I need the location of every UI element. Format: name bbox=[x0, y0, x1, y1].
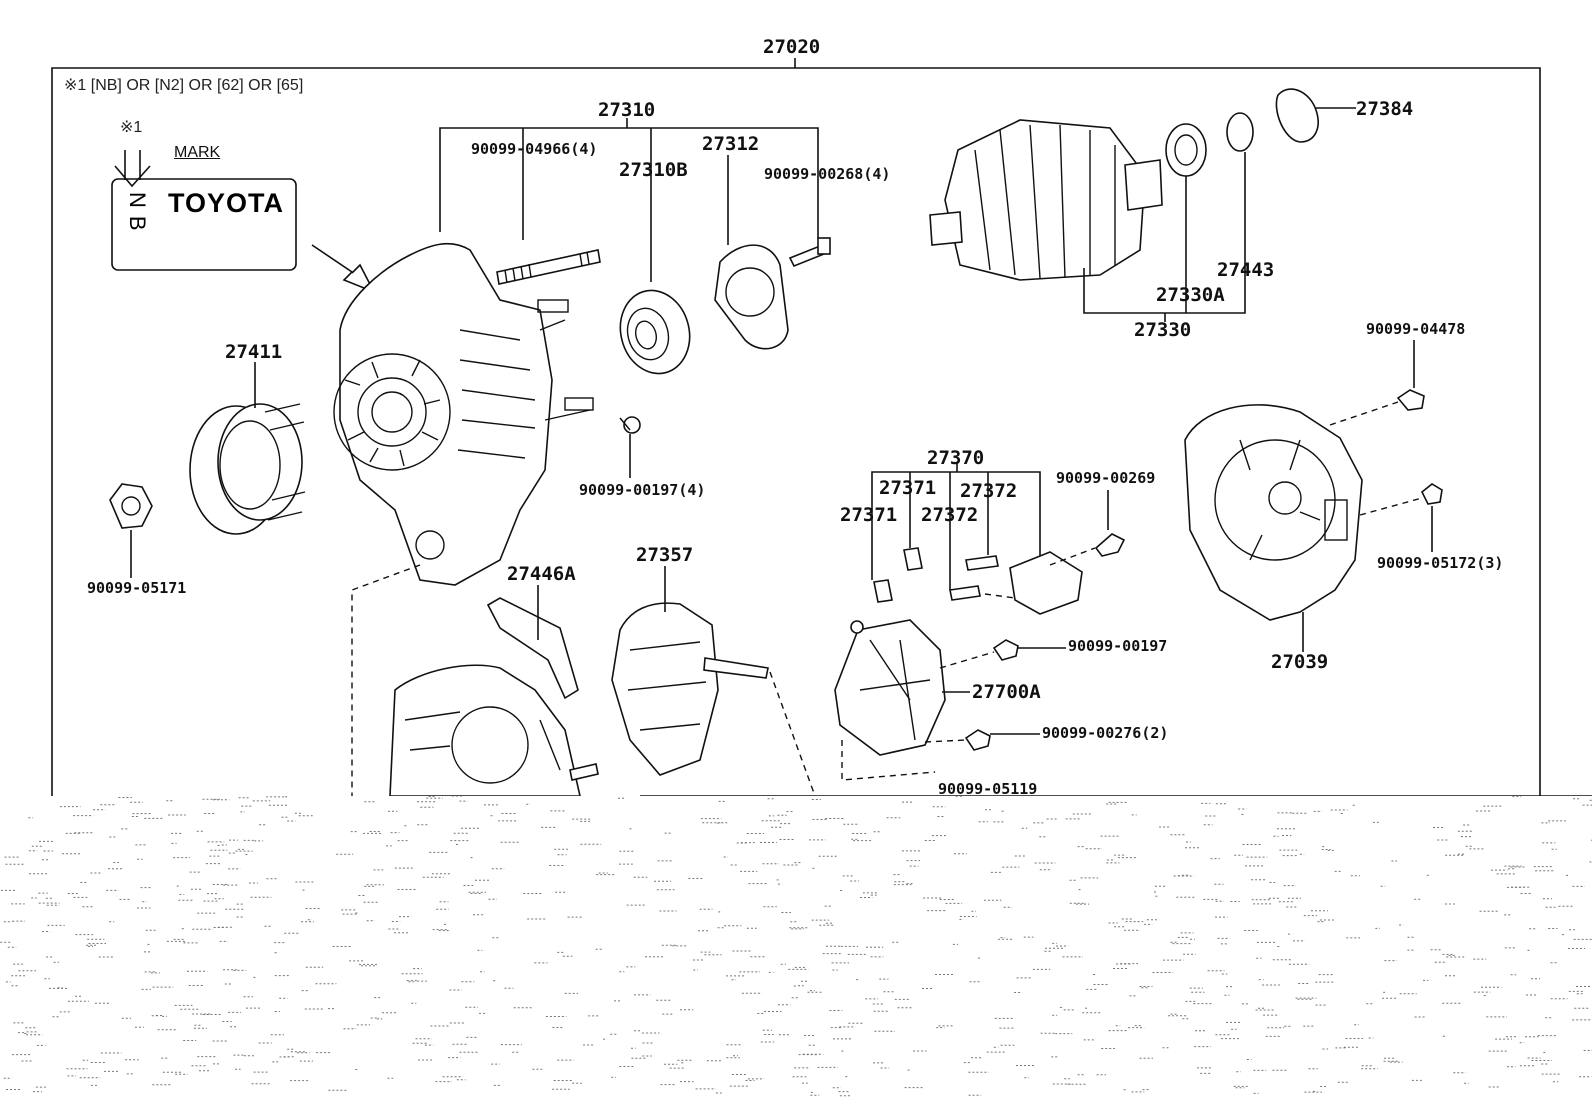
cover-27384 bbox=[1275, 88, 1319, 143]
mark-box bbox=[111, 178, 297, 271]
label-assembly-27020: 27020 bbox=[763, 36, 821, 58]
label-27384: 27384 bbox=[1356, 98, 1414, 120]
dash-05172 bbox=[1359, 497, 1423, 516]
bearing-27310b bbox=[619, 289, 691, 375]
brush-27371-b bbox=[903, 547, 923, 571]
dash-27357 bbox=[769, 671, 816, 797]
label-27357: 27357 bbox=[636, 544, 694, 566]
plate-27312 bbox=[714, 244, 789, 350]
obscured-noise bbox=[0, 796, 1592, 1097]
bracket-27370 bbox=[871, 471, 1041, 580]
mark-code: NB bbox=[125, 192, 150, 239]
mark-arrow-icon bbox=[114, 150, 151, 188]
screw-04478 bbox=[1396, 389, 1425, 411]
screw-00268-head bbox=[817, 237, 831, 255]
label-90099-05172: 90099-05172(3) bbox=[1377, 554, 1504, 572]
assembly-frame bbox=[51, 67, 1541, 796]
screw-00269 bbox=[1094, 533, 1126, 557]
spring-27372-b bbox=[949, 585, 981, 601]
regulator-27700a bbox=[834, 619, 946, 756]
label-90099-00197: 90099-00197 bbox=[1068, 637, 1168, 655]
label-27372-b: 27372 bbox=[921, 504, 979, 526]
mark-heading: MARK bbox=[174, 144, 221, 161]
label-27330a: 27330A bbox=[1156, 284, 1225, 306]
label-90099-00268: 90099-00268(4) bbox=[764, 165, 891, 183]
nut-05171 bbox=[109, 483, 153, 529]
label-90099-04478: 90099-04478 bbox=[1366, 320, 1466, 338]
alternator-lower-housing bbox=[389, 664, 599, 797]
view-arrow-icon bbox=[311, 244, 376, 294]
label-27312: 27312 bbox=[702, 133, 760, 155]
label-90099-05119: 90099-05119 bbox=[938, 780, 1038, 798]
screw-00276 bbox=[964, 729, 991, 751]
label-90099-00276: 90099-00276(2) bbox=[1042, 724, 1169, 742]
brush-27371-a bbox=[873, 579, 893, 603]
pulley-27411 bbox=[189, 403, 306, 535]
bearing-27330a bbox=[1165, 123, 1207, 177]
label-27411: 27411 bbox=[225, 341, 283, 363]
dash-alignment-left bbox=[351, 564, 421, 796]
rotor-27330 bbox=[929, 119, 1163, 281]
label-90099-00197x4: 90099-00197(4) bbox=[579, 481, 706, 499]
applicability-note: ※1 [NB] OR [N2] OR [62] OR [65] bbox=[64, 77, 304, 94]
screw-00197x4 bbox=[619, 416, 641, 434]
dash-27372 bbox=[984, 593, 1016, 599]
plate-27446a bbox=[486, 597, 579, 700]
alternator-housing bbox=[333, 242, 594, 586]
label-27310: 27310 bbox=[598, 99, 656, 121]
spring-27372-a bbox=[965, 555, 999, 571]
label-27443: 27443 bbox=[1217, 259, 1275, 281]
label-27330: 27330 bbox=[1134, 319, 1192, 341]
label-27310b: 27310B bbox=[619, 159, 688, 181]
bracket-27310 bbox=[439, 127, 819, 238]
nut-05172 bbox=[1420, 483, 1443, 505]
label-27039: 27039 bbox=[1271, 651, 1329, 673]
label-27371-a: 27371 bbox=[879, 477, 937, 499]
dash-04478 bbox=[1329, 401, 1399, 426]
label-27372-a: 27372 bbox=[960, 480, 1018, 502]
screw-00197 bbox=[992, 639, 1019, 661]
label-27370: 27370 bbox=[927, 447, 985, 469]
obscured-region bbox=[0, 796, 1592, 1099]
dash-00276 bbox=[924, 739, 967, 743]
rear-cover-27039 bbox=[1184, 404, 1363, 621]
label-27700a: 27700A bbox=[972, 681, 1041, 703]
dash-alignment-05119 bbox=[841, 740, 936, 781]
label-27371-b: 27371 bbox=[840, 504, 898, 526]
label-90099-04966: 90099-04966(4) bbox=[471, 140, 598, 158]
label-27446a: 27446A bbox=[507, 563, 576, 585]
rectifier-27357 bbox=[611, 602, 769, 776]
brush-holder-27370 bbox=[1009, 551, 1083, 615]
label-90099-05171: 90099-05171 bbox=[87, 579, 187, 597]
ring-27443 bbox=[1226, 112, 1254, 152]
mark-brand: TOYOTA bbox=[168, 188, 285, 218]
dash-00197 bbox=[939, 651, 995, 669]
bolt-04966 bbox=[496, 249, 601, 285]
mark-callout: ※1 bbox=[120, 119, 143, 136]
dash-00269 bbox=[1049, 547, 1096, 566]
label-90099-00269: 90099-00269 bbox=[1056, 469, 1156, 487]
